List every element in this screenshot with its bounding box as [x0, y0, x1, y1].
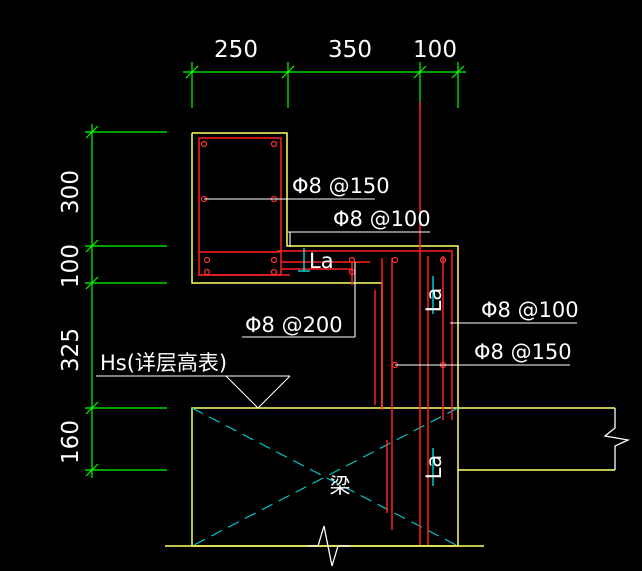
dimension-labels-left: 300 100 325 160: [58, 170, 84, 464]
dim-left-4: 160: [58, 420, 84, 464]
dim-top-3: 100: [413, 37, 457, 63]
label-stirrup-upper: Φ8 @150: [292, 174, 390, 198]
dim-top-2: 350: [328, 37, 372, 63]
label-bottom-bar: Φ8 @200: [245, 313, 343, 337]
rebar-labels: Φ8 @150 Φ8 @100 Φ8 @200 Φ8 @100 Φ8 @150: [245, 174, 579, 364]
dimension-labels-top: 250 350 100: [214, 37, 457, 63]
beam-label: 梁: [330, 474, 351, 498]
dimension-lines: [85, 62, 466, 478]
label-la-2: La: [422, 288, 446, 313]
label-right-upper: Φ8 @100: [481, 298, 579, 322]
label-rebar-mid: Φ8 @100: [333, 207, 431, 231]
anchorage-markers: [298, 248, 434, 486]
label-la-1: La: [309, 249, 334, 273]
dim-top-1: 250: [214, 37, 258, 63]
label-right-lower: Φ8 @150: [474, 340, 572, 364]
dim-left-2: 100: [58, 244, 84, 288]
anchorage-labels: La La La: [309, 249, 446, 479]
dim-left-3: 325: [58, 328, 84, 372]
label-la-3: La: [422, 455, 446, 480]
leader-lines: [96, 198, 577, 409]
rebar-cage: [198, 102, 453, 545]
dim-left-1: 300: [58, 170, 84, 214]
beam-cross-lines: [191, 407, 459, 547]
elevation-label: Hs(详层高表): [100, 351, 227, 375]
break-symbols: [308, 408, 631, 567]
